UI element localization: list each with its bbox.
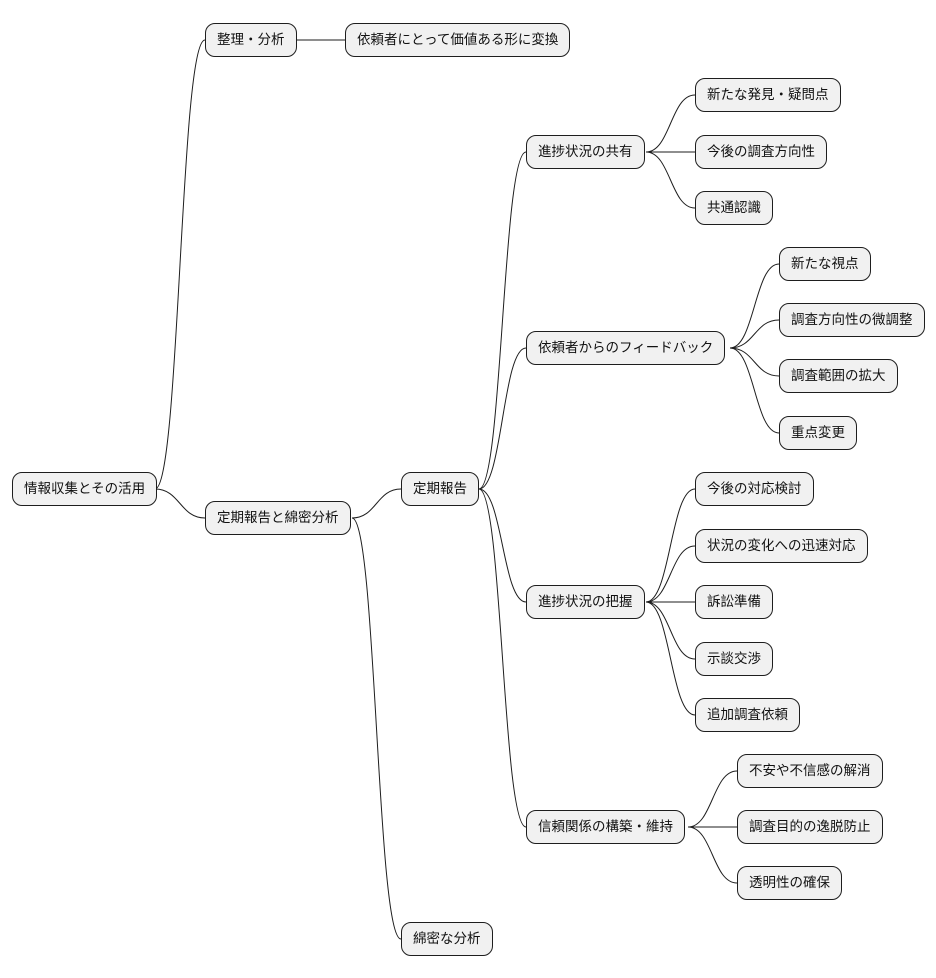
- node-grasp-item: 状況の変化への迅速対応: [695, 529, 868, 563]
- connector: [687, 826, 738, 884]
- connector: [729, 347, 780, 434]
- node-grasp-item: 今後の対応検討: [695, 472, 814, 506]
- connector: [351, 517, 402, 940]
- node-trust-item: 透明性の確保: [737, 866, 842, 900]
- connector: [687, 770, 738, 828]
- node-regular-report: 定期報告: [401, 472, 479, 506]
- node-grasp-item: 示談交渉: [695, 642, 773, 676]
- connector: [645, 488, 696, 603]
- node-root: 情報収集とその活用: [12, 472, 158, 506]
- node-feedback-item: 調査範囲の拡大: [779, 359, 898, 393]
- node-grasp-item: 追加調査依頼: [695, 698, 800, 732]
- connector: [645, 94, 696, 153]
- connector: [645, 601, 696, 716]
- node-feedback-item: 調査方向性の微調整: [779, 303, 925, 337]
- node-detailed-analysis: 綿密な分析: [401, 922, 493, 956]
- node-report-analysis: 定期報告と綿密分析: [205, 501, 351, 535]
- node-share-item: 今後の調査方向性: [695, 135, 827, 169]
- connector: [729, 319, 780, 349]
- node-share-item: 共通認識: [695, 191, 773, 225]
- connector: [478, 151, 527, 490]
- connector: [729, 347, 780, 377]
- connector: [645, 545, 696, 603]
- node-trust-item: 不安や不信感の解消: [737, 754, 883, 788]
- connector: [351, 488, 402, 519]
- node-feedback-item: 重点変更: [779, 416, 857, 450]
- node-feedback-item: 新たな視点: [779, 247, 871, 281]
- node-share-item: 新たな発見・疑問点: [695, 78, 841, 112]
- connector: [478, 347, 527, 490]
- node-progress-share: 進捗状況の共有: [526, 135, 645, 169]
- connector: [478, 488, 527, 828]
- node-convert-value: 依頼者にとって価値ある形に変換: [345, 23, 571, 57]
- node-trust: 信頼関係の構築・維持: [526, 810, 685, 844]
- connector: [729, 263, 780, 349]
- connector: [154, 488, 206, 519]
- node-feedback: 依頼者からのフィードバック: [526, 331, 726, 365]
- connector: [478, 488, 527, 603]
- node-progress-grasp: 進捗状況の把握: [526, 585, 645, 619]
- node-grasp-item: 訴訟準備: [695, 585, 773, 619]
- connector: [154, 39, 206, 490]
- connector: [645, 601, 696, 660]
- node-trust-item: 調査目的の逸脱防止: [737, 810, 883, 844]
- connector: [645, 151, 696, 209]
- node-organize-analyze: 整理・分析: [205, 23, 297, 57]
